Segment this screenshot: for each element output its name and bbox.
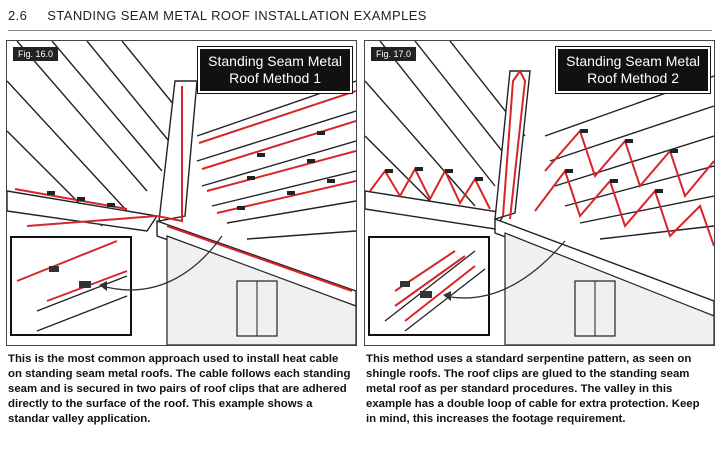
figure-title: Standing Seam Metal Roof Method 2 bbox=[555, 46, 711, 94]
figure-17-panel: Fig. 17.0 Standing Seam Metal Roof Metho… bbox=[364, 40, 715, 346]
callout-arrow bbox=[444, 240, 566, 299]
right-roof-seams bbox=[544, 75, 714, 240]
figure-17-caption: This method uses a standard serpentine p… bbox=[366, 353, 700, 425]
detail-inset bbox=[10, 236, 132, 336]
figure-title: Standing Seam Metal Roof Method 1 bbox=[197, 46, 353, 94]
house-wall bbox=[166, 235, 356, 345]
section-header: 2.6 STANDING SEAM METAL ROOF INSTALLATIO… bbox=[8, 8, 712, 31]
left-eave bbox=[7, 190, 159, 232]
valley bbox=[158, 80, 198, 222]
figure-title-line1: Standing Seam Metal bbox=[208, 53, 342, 69]
figure-title-line2: Roof Method 1 bbox=[229, 70, 321, 86]
left-roof-seams bbox=[365, 41, 526, 222]
house-wall bbox=[504, 232, 714, 345]
roof-method-2-illustration bbox=[365, 41, 714, 345]
figure-title-line2: Roof Method 2 bbox=[587, 70, 679, 86]
figure-title-line1: Standing Seam Metal bbox=[566, 53, 700, 69]
callout-arrow bbox=[101, 235, 223, 291]
right-eave bbox=[156, 220, 356, 307]
roof-clips bbox=[47, 131, 335, 210]
right-eave bbox=[494, 217, 714, 317]
heat-cable-serpentine bbox=[369, 69, 714, 247]
figure-16-panel: Fig. 16.0 Standing Seam Metal Roof Metho… bbox=[6, 40, 357, 346]
fig-label: Fig. 17.0 bbox=[371, 47, 417, 61]
section-title: STANDING SEAM METAL ROOF INSTALLATION EX… bbox=[47, 8, 427, 23]
fig-label: Fig. 16.0 bbox=[13, 47, 59, 61]
section-number: 2.6 bbox=[8, 8, 28, 23]
roof-method-1-illustration bbox=[7, 41, 356, 345]
figure-16-caption: This is the most common approach used to… bbox=[8, 353, 351, 425]
left-roof-seams bbox=[7, 41, 188, 227]
roof-clips bbox=[385, 129, 678, 193]
